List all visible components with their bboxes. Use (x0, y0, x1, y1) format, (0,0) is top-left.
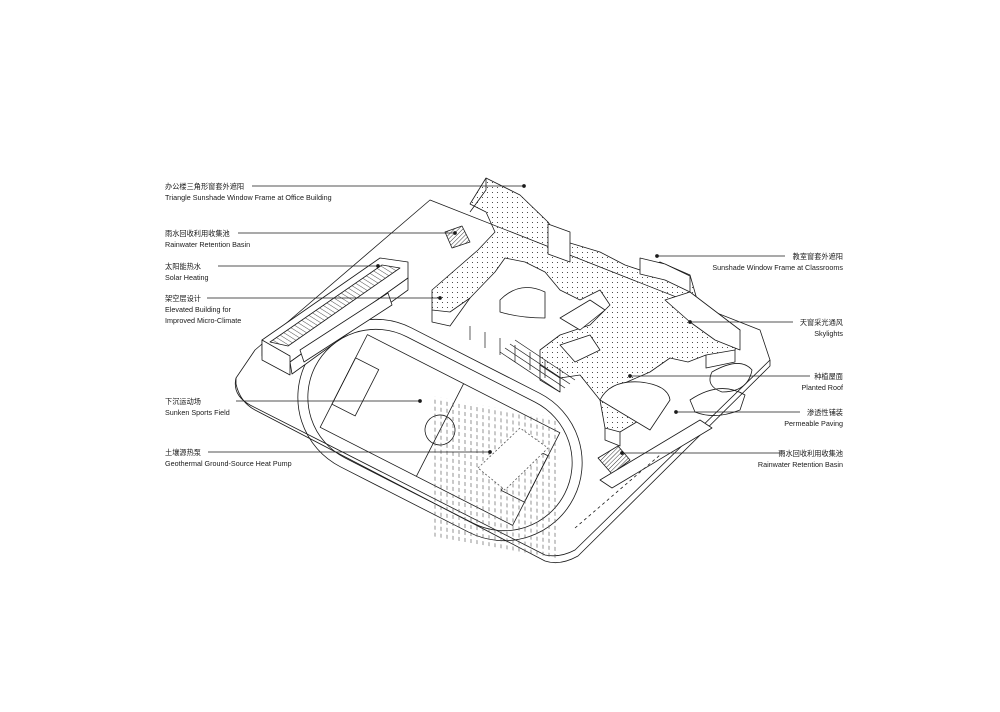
label-zh: 教室窗套外遮阳 (792, 252, 843, 261)
label-planted-roof: 种植屋面 Planted Roof (801, 371, 843, 393)
label-en-line2: Improved Micro-Climate (165, 316, 242, 325)
main-building-sides (431, 178, 736, 447)
label-solar-heating: 太阳能热水 Solar Heating (165, 261, 209, 283)
label-office-sunshade: 办公楼三角形窗套外遮阳 Triangle Sunshade Window Fra… (165, 181, 332, 203)
label-en: Planted Roof (801, 383, 843, 392)
label-en: Elevated Building for (165, 305, 231, 314)
label-zh: 渗透性铺装 (807, 408, 843, 417)
label-rain-basin-south: 雨水回收利用收集池 Rainwater Retention Basin (758, 448, 843, 470)
label-sunken-field: 下沉运动场 Sunken Sports Field (165, 396, 230, 418)
label-zh: 天窗采光通风 (799, 318, 843, 327)
paving-loop (709, 363, 753, 393)
label-zh: 雨水回收利用收集池 (778, 449, 843, 458)
planted-roof-shape (599, 381, 671, 431)
label-zh: 办公楼三角形窗套外遮阳 (165, 182, 245, 191)
label-en: Sunshade Window Frame at Classrooms (712, 263, 843, 272)
solar-panels (269, 264, 401, 347)
label-en: Rainwater Retention Basin (757, 460, 843, 469)
label-en: Skylights (814, 329, 843, 338)
office-block (547, 223, 571, 263)
geothermal-plate (477, 427, 549, 491)
label-rain-basin-north: 雨水回收利用收集池 Rainwater Retention Basin (165, 228, 250, 250)
label-skylights: 天窗采光通风 Skylights (800, 317, 843, 339)
label-geothermal: 土壤源热泵 Geothermal Ground-Source Heat Pump (165, 447, 292, 469)
solar-low-wall (299, 292, 393, 363)
label-en: Solar Heating (165, 273, 209, 282)
label-zh: 种植屋面 (814, 372, 843, 381)
label-elevated-building: 架空层设计 Elevated Building for Improved Mic… (165, 293, 241, 326)
label-zh: 太阳能热水 (165, 262, 201, 271)
rain-basin-north (444, 225, 471, 249)
label-en: Permeable Paving (784, 419, 843, 428)
permeable-paving-shape (689, 388, 746, 416)
site-platform-edge (235, 360, 771, 564)
label-en: Sunken Sports Field (165, 408, 230, 417)
label-en: Rainwater Retention Basin (165, 240, 251, 249)
label-zh: 土壤源热泵 (165, 448, 201, 457)
label-en: Geothermal Ground-Source Heat Pump (165, 459, 292, 468)
label-permeable-paving: 渗透性铺装 Permeable Paving (784, 407, 843, 429)
south-strip (599, 419, 713, 489)
leader-lines (207, 184, 810, 455)
label-classroom-sunshade: 教室窗套外遮阳 Sunshade Window Frame at Classro… (712, 251, 843, 273)
solar-block (261, 339, 291, 376)
building-cutouts (499, 287, 606, 363)
label-en: Triangle Sunshade Window Frame at Office… (165, 193, 332, 202)
label-zh: 下沉运动场 (165, 397, 201, 406)
stepped-seating (499, 339, 576, 393)
label-zh: 雨水回收利用收集池 (165, 229, 230, 238)
label-zh: 架空层设计 (165, 294, 201, 303)
